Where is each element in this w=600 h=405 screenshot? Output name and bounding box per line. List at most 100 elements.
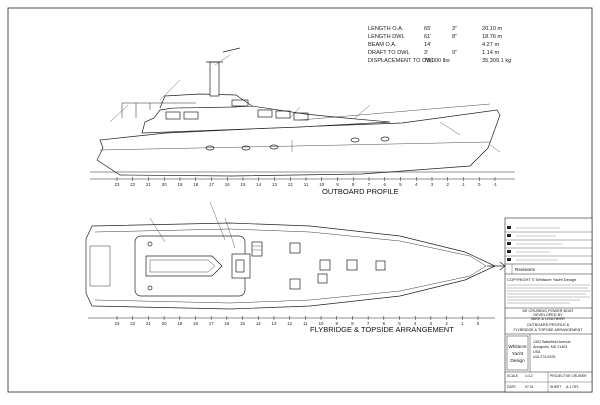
station-label: 1 — [462, 182, 465, 187]
station-label: 8 — [351, 321, 354, 326]
sheet-border — [7, 7, 593, 393]
outboard-profile-title: OUTBOARD PROFILE — [322, 187, 399, 196]
station-label: 6 — [384, 182, 387, 187]
firm-name: Yacht — [512, 351, 524, 356]
address-line: 1302 Wakefield Avenue — [533, 340, 571, 344]
station-label: 4 — [414, 321, 417, 326]
dinghy — [145, 255, 223, 277]
station-label: 2 — [445, 321, 448, 326]
spec-label: LENGTH DWL — [368, 34, 405, 40]
spec-label: BEAM O.A. — [368, 42, 397, 48]
station-label: 18 — [193, 182, 198, 187]
project-line: MIKE & LISA HEER — [531, 317, 565, 321]
copyright-line: COPYRIGHT © Whitacre Yacht Design — [507, 277, 576, 282]
firm-name: Design — [510, 358, 525, 363]
radar-arch — [222, 47, 241, 53]
station-label: 16 — [225, 182, 230, 187]
spec-metric: 1.14 m — [482, 50, 499, 56]
helm-seat — [235, 259, 245, 273]
station-label: 19 — [177, 321, 182, 326]
station-label: 17 — [209, 321, 214, 326]
station-label: 10 — [319, 182, 324, 187]
station-label: 10 — [319, 321, 324, 326]
spec-ft: 61' — [424, 34, 431, 40]
firm-name: Whitacre — [508, 344, 527, 349]
window — [275, 110, 291, 119]
footer-value: A-1 OF1 — [566, 385, 579, 389]
station-label: 5 — [399, 182, 402, 187]
window — [183, 111, 199, 120]
copyright-fineprint — [507, 284, 590, 304]
station-label: 12 — [287, 321, 292, 326]
address-line: Annapolis, MD 21403 — [533, 345, 567, 349]
project-line: 65' CRUISING POWER BOAT — [522, 309, 574, 313]
helm-console — [231, 253, 251, 279]
station-label: 3 — [431, 182, 434, 187]
footer-value: 07-01 — [525, 385, 534, 389]
winch — [147, 285, 153, 291]
boot-stripe — [99, 141, 491, 151]
station-label: 20 — [162, 321, 167, 326]
porthole — [241, 145, 251, 151]
title-block — [504, 217, 593, 393]
hatch — [317, 273, 328, 284]
footer-key: SCALE — [507, 374, 519, 378]
station-label: 9 — [336, 182, 339, 187]
station-label: 20 — [162, 182, 167, 187]
topside-plan-title: FLYBRIDGE & TOPSIDE ARRANGEMENT — [310, 325, 454, 334]
spec-label: DISPLACEMENT TO DWL — [368, 58, 435, 64]
spec-ft: 78,000 lbs — [424, 58, 450, 64]
hatch — [319, 259, 331, 271]
spec-ft: 65' — [424, 26, 431, 32]
spec-in: 3" — [452, 26, 457, 32]
station-label: 21 — [146, 182, 151, 187]
plan-callout-leaders — [149, 201, 236, 249]
mast — [209, 61, 220, 97]
station-label: 14 — [256, 321, 261, 326]
station-label: 4 — [415, 182, 418, 187]
station-label: 9 — [336, 321, 339, 326]
outboard-profile — [90, 47, 515, 177]
revisions-header: Revisions — [515, 267, 536, 272]
station-label: -1 — [493, 182, 497, 187]
footer-key: DATE — [507, 385, 517, 389]
firm-logo-box — [506, 335, 529, 371]
flybridge — [159, 93, 253, 109]
station-label: 7 — [367, 321, 370, 326]
address-line: USA — [533, 350, 541, 354]
spec-in: 9" — [452, 50, 457, 56]
swim-platform — [89, 245, 111, 287]
spec-ft: 14' — [424, 42, 431, 48]
station-label: 15 — [240, 321, 245, 326]
hatch — [375, 260, 386, 271]
spec-in: 8" — [452, 34, 457, 40]
dinghy-inner — [149, 259, 216, 273]
stairway — [251, 241, 263, 257]
spec-label: DRAFT TO DWL — [368, 50, 410, 56]
spec-metric: 4.27 m — [482, 42, 499, 48]
station-label: 19 — [178, 182, 183, 187]
topside-plan — [85, 201, 506, 310]
station-label: 22 — [130, 321, 135, 326]
footer-key: SHEET — [550, 385, 561, 389]
porthole — [269, 144, 279, 150]
spec-metric: 35,309.1 kg — [482, 58, 511, 64]
footer-value: 65' CRUISER — [566, 374, 587, 378]
project-line: DEVELOPED BY — [533, 313, 563, 317]
plan-deck-line — [94, 228, 487, 304]
deckhouse — [141, 105, 391, 134]
spec-ft: 3' — [424, 50, 428, 56]
footer-value: 1=12 — [525, 374, 533, 378]
hatch — [346, 259, 358, 271]
station-label: 1 — [461, 321, 464, 326]
station-label: 14 — [256, 182, 261, 187]
window — [165, 111, 181, 120]
station-label: 2 — [447, 182, 450, 187]
station-label: 18 — [193, 321, 198, 326]
